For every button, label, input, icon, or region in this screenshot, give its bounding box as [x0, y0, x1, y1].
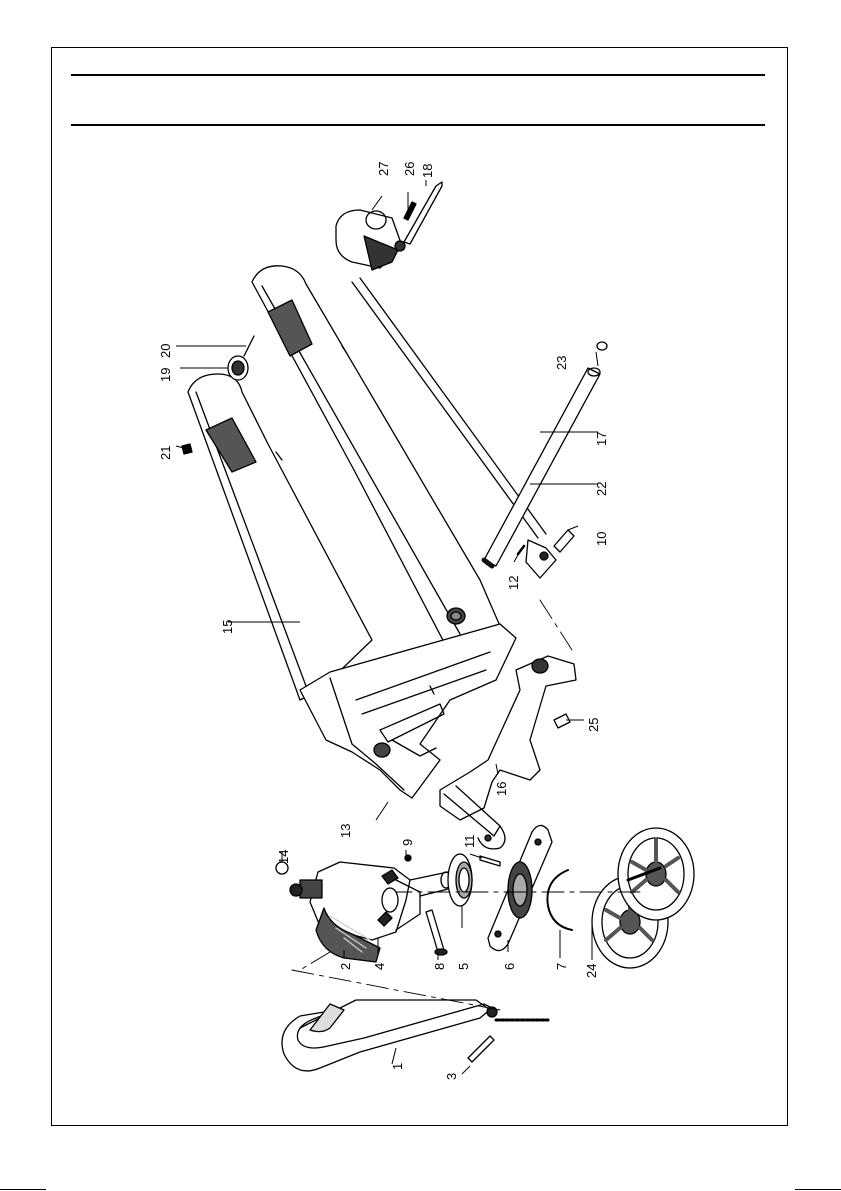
callout-12: 12 — [506, 576, 521, 590]
crop-mark-left — [0, 1189, 46, 1190]
callout-19: 19 — [158, 368, 173, 382]
crop-mark-right — [795, 1189, 841, 1190]
callout-2: 2 — [338, 963, 353, 970]
callout-15: 15 — [220, 620, 235, 634]
linkage-pin — [554, 714, 570, 728]
callout-13: 13 — [338, 824, 353, 838]
retaining-ring — [547, 870, 572, 930]
bolt — [426, 910, 447, 955]
callout-21: 21 — [158, 446, 173, 460]
callout-10: 10 — [594, 532, 609, 546]
callout-18: 18 — [420, 164, 435, 178]
callout-11: 11 — [462, 835, 477, 849]
callout-17: 17 — [594, 432, 609, 446]
callout-16: 16 — [494, 782, 509, 796]
circlip — [597, 342, 607, 350]
callout-23: 23 — [554, 356, 569, 370]
footer-gap — [392, 1120, 444, 1132]
callout-20: 20 — [158, 344, 173, 358]
handle-pin — [468, 1036, 494, 1062]
bearing — [448, 854, 472, 906]
footer-line — [392, 1125, 444, 1126]
callout-14: 14 — [276, 850, 291, 864]
callout-24: 24 — [584, 964, 599, 978]
load-roller-assembly — [336, 210, 405, 270]
cover-plate — [488, 825, 552, 950]
callout-5: 5 — [456, 963, 471, 970]
callout-27: 27 — [376, 162, 391, 176]
callout-6: 6 — [502, 963, 517, 970]
callout-3: 3 — [444, 1073, 459, 1080]
steering-wheels — [592, 828, 694, 968]
callout-25: 25 — [586, 718, 601, 732]
callout-1: 1 — [390, 1063, 405, 1070]
roll-pin — [480, 856, 500, 866]
fork-wheel — [228, 336, 254, 380]
handle — [282, 1000, 548, 1071]
callouts: 1 2 3 4 5 6 7 8 9 10 11 12 13 14 15 16 1… — [158, 162, 609, 1080]
callout-7: 7 — [554, 963, 569, 970]
callout-9: 9 — [400, 839, 415, 846]
callout-8: 8 — [432, 963, 447, 970]
callout-22: 22 — [594, 482, 609, 496]
yoke-connector — [518, 530, 574, 578]
hydraulic-bar — [484, 368, 600, 566]
split-pin — [404, 202, 416, 220]
callout-26: 26 — [402, 162, 417, 176]
callout-4: 4 — [372, 963, 387, 970]
nut — [182, 444, 192, 454]
